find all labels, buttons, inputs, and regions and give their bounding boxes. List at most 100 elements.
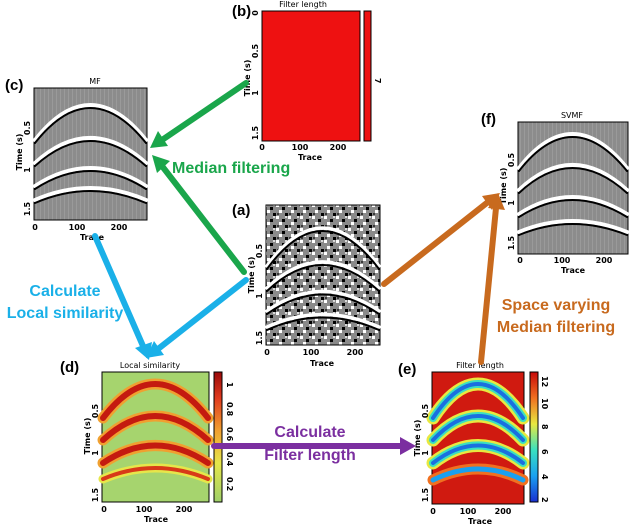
x-tick: 0 — [259, 143, 265, 152]
panel-title: Filter length — [279, 0, 327, 9]
x-axis-label: Trace — [310, 359, 335, 368]
x-tick: 0 — [517, 256, 523, 265]
blue-arrow-a-to-d — [155, 277, 249, 352]
y-axis-label: Time (s) — [247, 257, 256, 294]
purple-arrowhead — [400, 437, 416, 455]
x-tick: 200 — [111, 223, 128, 232]
x-tick: 0 — [264, 348, 270, 357]
mf-section-image — [33, 87, 148, 221]
panel-letter: (e) — [398, 361, 416, 378]
colorbar-tick: 0.6 — [225, 427, 234, 442]
calculate-length-label: Calculate — [274, 424, 345, 441]
colorbar-tick: 10 — [540, 398, 549, 410]
x-tick: 200 — [330, 143, 347, 152]
y-axis-label: Time (s) — [15, 134, 24, 171]
y-tick: 0.5 — [255, 243, 264, 258]
panel-a: (a) 0.5 1 1.5 Time (s) 0 100 200 Trace — [232, 202, 381, 368]
blue-arrow-c-to-d — [92, 233, 146, 349]
x-axis-label: Trace — [80, 233, 105, 242]
panel-letter: (a) — [232, 202, 250, 219]
arrows — [92, 80, 505, 455]
filter-length-image — [261, 10, 361, 142]
x-axis-label: Trace — [561, 266, 586, 275]
y-tick: 0.5 — [507, 152, 516, 167]
median-filtering-label: Median filtering — [172, 160, 290, 177]
y-tick: 1.5 — [251, 125, 260, 140]
y-tick: 1.5 — [421, 487, 430, 502]
colorbar-tick: 6 — [540, 449, 549, 455]
y-tick: 0.5 — [421, 403, 430, 418]
x-tick: 100 — [554, 256, 571, 265]
y-tick: 1.5 — [507, 235, 516, 250]
y-tick: 0.5 — [251, 43, 260, 58]
x-axis-label: Trace — [468, 517, 493, 525]
y-axis-label: Time (s) — [413, 420, 422, 457]
y-tick: 1 — [255, 293, 264, 299]
panel-title: Local similarity — [120, 361, 180, 370]
x-tick: 100 — [460, 507, 477, 516]
y-tick: 1 — [251, 90, 260, 96]
x-tick: 100 — [303, 348, 320, 357]
filter-length-colorbar — [529, 371, 539, 503]
space-varying-label: Space varying — [502, 297, 611, 314]
y-tick: 1 — [23, 167, 32, 173]
x-tick: 200 — [347, 348, 364, 357]
orange-arrow-a-to-f — [381, 199, 491, 287]
green-arrow-a-to-c — [159, 163, 247, 275]
panel-f: (f) SVMF 0.5 1 1.5 Time (s) 0 100 200 Tr… — [481, 111, 629, 275]
svmf-events — [517, 132, 629, 236]
panel-b: (b) Filter length 7 0 0.5 1 1.5 Time (s)… — [232, 0, 382, 162]
panel-letter: (f) — [481, 111, 496, 128]
noisy-events — [265, 226, 381, 331]
filter-length-bands — [426, 377, 530, 486]
green-arrow-b-to-c — [159, 80, 249, 143]
y-tick: 1 — [507, 200, 516, 206]
panel-title: Filter length — [456, 361, 504, 370]
y-tick: 1 — [91, 450, 100, 456]
x-tick: 200 — [495, 507, 512, 516]
y-tick: 1 — [421, 450, 430, 456]
panel-c: (c) MF 0.5 1 1.5 Time (s) 0 100 200 Trac… — [5, 77, 148, 242]
panel-d: (d) Local similarity 1 0.8 0.6 0.4 0.2 0… — [60, 359, 234, 524]
colorbar-tick: 8 — [540, 424, 549, 430]
blue-arrowhead — [146, 341, 164, 358]
filter-length-label: Filter length — [264, 447, 356, 464]
y-tick: 1.5 — [23, 201, 32, 216]
y-axis-label: Time (s) — [83, 418, 92, 455]
y-axis-label: Time (s) — [499, 168, 508, 205]
x-axis-label: Trace — [298, 153, 323, 162]
y-axis-label: Time (s) — [243, 60, 252, 97]
x-tick: 0 — [101, 505, 107, 514]
x-tick: 100 — [69, 223, 86, 232]
green-arrowhead — [150, 131, 168, 148]
colorbar-tick: 0.2 — [225, 477, 234, 491]
colorbar-tick: 0.8 — [225, 402, 234, 417]
panel-letter: (b) — [232, 3, 251, 20]
colorbar-tick: 4 — [540, 474, 549, 480]
panel-title: MF — [89, 77, 101, 86]
x-tick: 100 — [136, 505, 153, 514]
y-tick: 0.5 — [23, 120, 32, 135]
annotations: Median filtering Calculate Local similar… — [7, 160, 615, 464]
panel-title: SVMF — [561, 111, 583, 120]
colorbar-tick: 0.4 — [225, 452, 234, 467]
y-tick: 0.5 — [91, 403, 100, 418]
x-tick: 100 — [292, 143, 309, 152]
y-tick: 1.5 — [255, 330, 264, 345]
x-tick: 200 — [176, 505, 193, 514]
similarity-bands — [97, 378, 214, 484]
calculate-similarity-label: Calculate — [29, 283, 100, 300]
similarity-colorbar — [213, 371, 223, 503]
green-arrowhead — [152, 155, 170, 173]
x-tick: 0 — [430, 507, 436, 516]
similarity-image — [101, 371, 210, 503]
mf-events — [33, 103, 148, 204]
svmf-median-filtering-label: Median filtering — [497, 319, 615, 336]
x-axis-label: Trace — [144, 515, 169, 524]
colorbar-tick: 12 — [540, 376, 549, 387]
colorbar-tick: 2 — [540, 497, 549, 503]
svmf-section-image — [517, 121, 629, 255]
y-tick: 0 — [251, 10, 260, 16]
panel-e: (e) Filter length 12 10 8 6 4 2 0.5 1 1.… — [398, 361, 549, 525]
